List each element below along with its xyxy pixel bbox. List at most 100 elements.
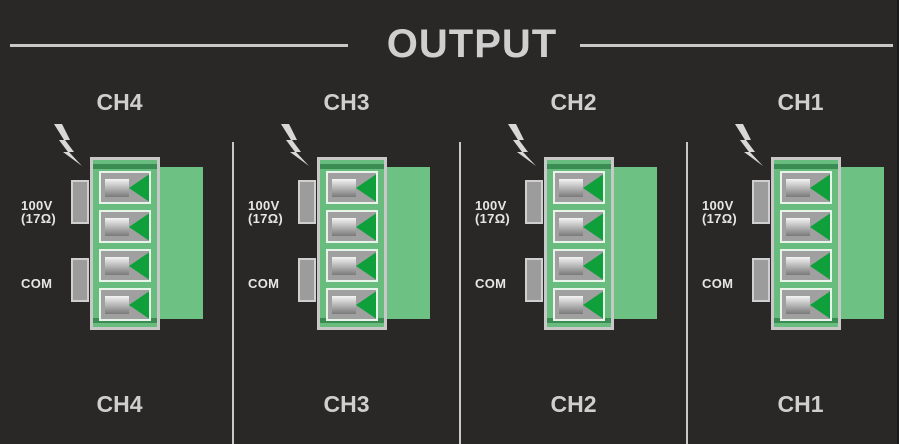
screw-terminal-4[interactable] — [99, 288, 151, 321]
wire-entry — [356, 173, 376, 202]
com-label: COM — [21, 276, 53, 291]
wire-entry — [810, 290, 830, 319]
screw-terminal-2[interactable] — [99, 210, 151, 243]
channel-ch1: CH1 100V(17Ω) COM CH1 — [688, 0, 901, 444]
wire-entry — [356, 290, 376, 319]
wire-entry — [810, 212, 830, 241]
channel-label-top: CH3 — [323, 89, 370, 115]
connector-tab-top — [71, 180, 89, 224]
connector-body — [379, 167, 430, 319]
channel-ch2: CH2 100V(17Ω) COM CH2 — [461, 0, 686, 444]
screw-icon — [559, 296, 583, 314]
connector-tab-top — [752, 180, 770, 224]
channel-ch4: CH4 100V(17Ω) COM CH4 — [7, 0, 232, 444]
screw-icon — [786, 257, 810, 275]
screw-icon — [559, 218, 583, 236]
impedance-label: (17Ω) — [702, 211, 738, 226]
connector-tab-bottom — [71, 258, 89, 302]
channel-label-top: CH2 — [550, 89, 597, 115]
screw-terminal-1[interactable] — [780, 171, 832, 204]
impedance-label: (17Ω) — [21, 211, 57, 226]
connector-tab-bottom — [298, 258, 316, 302]
title-rule-right — [580, 44, 893, 47]
title-rule-left — [10, 44, 348, 47]
terminal-block — [317, 157, 387, 330]
screw-icon — [105, 218, 129, 236]
lightning-bolt-icon — [733, 122, 769, 170]
channel-divider — [459, 142, 461, 444]
screw-terminal-1[interactable] — [326, 171, 378, 204]
wire-entry — [810, 173, 830, 202]
screw-terminal-1[interactable] — [553, 171, 605, 204]
connector-tab-bottom — [525, 258, 543, 302]
voltage-label: 100V — [702, 198, 734, 213]
wire-entry — [129, 251, 149, 280]
screw-icon — [786, 296, 810, 314]
connector-tab-top — [298, 180, 316, 224]
channel-ch3: CH3 100V(17Ω) COM CH3 — [234, 0, 459, 444]
screw-terminal-3[interactable] — [99, 249, 151, 282]
screw-terminal-1[interactable] — [99, 171, 151, 204]
channel-label-top: CH1 — [777, 89, 824, 115]
connector-tab-bottom — [752, 258, 770, 302]
screw-terminal-4[interactable] — [326, 288, 378, 321]
terminal-block-rim — [774, 164, 838, 169]
voltage-label: 100V — [475, 198, 507, 213]
channel-label-top: CH4 — [96, 89, 143, 115]
com-label: COM — [475, 276, 507, 291]
screw-terminal-3[interactable] — [553, 249, 605, 282]
terminal-block-rim — [320, 164, 384, 169]
com-label: COM — [248, 276, 280, 291]
screw-icon — [105, 296, 129, 314]
screw-icon — [559, 179, 583, 197]
screw-terminal-4[interactable] — [780, 288, 832, 321]
screw-terminal-3[interactable] — [326, 249, 378, 282]
voltage-label: 100V — [248, 198, 280, 213]
channel-label-bottom: CH2 — [550, 391, 597, 417]
impedance-label: (17Ω) — [475, 211, 511, 226]
screw-icon — [332, 257, 356, 275]
terminal-block-rim — [93, 164, 157, 169]
wire-entry — [129, 212, 149, 241]
screw-terminal-3[interactable] — [780, 249, 832, 282]
screw-icon — [332, 218, 356, 236]
screw-terminal-2[interactable] — [780, 210, 832, 243]
channel-label-bottom: CH1 — [777, 391, 824, 417]
connector-body — [606, 167, 657, 319]
wire-entry — [583, 212, 603, 241]
channel-divider — [232, 142, 234, 444]
wire-entry — [356, 251, 376, 280]
com-label: COM — [702, 276, 734, 291]
channel-label-bottom: CH4 — [96, 391, 143, 417]
screw-icon — [332, 296, 356, 314]
wire-entry — [810, 251, 830, 280]
impedance-label: (17Ω) — [248, 211, 284, 226]
screw-icon — [105, 257, 129, 275]
channel-label-bottom: CH3 — [323, 391, 370, 417]
connector-body — [152, 167, 203, 319]
lightning-bolt-icon — [52, 122, 88, 170]
terminal-block — [90, 157, 160, 330]
screw-terminal-2[interactable] — [553, 210, 605, 243]
wire-entry — [583, 290, 603, 319]
terminal-block-rim — [547, 164, 611, 169]
screw-icon — [786, 179, 810, 197]
terminal-block — [544, 157, 614, 330]
wire-entry — [583, 173, 603, 202]
lightning-bolt-icon — [279, 122, 315, 170]
screw-terminal-4[interactable] — [553, 288, 605, 321]
screw-icon — [786, 218, 810, 236]
screw-terminal-2[interactable] — [326, 210, 378, 243]
lightning-bolt-icon — [506, 122, 542, 170]
wire-entry — [583, 251, 603, 280]
connector-tab-top — [525, 180, 543, 224]
connector-body — [833, 167, 884, 319]
voltage-label: 100V — [21, 198, 53, 213]
screw-icon — [332, 179, 356, 197]
screw-icon — [105, 179, 129, 197]
channel-divider — [686, 142, 688, 444]
terminal-block — [771, 157, 841, 330]
output-title: OUTPUT — [386, 22, 558, 66]
wire-entry — [129, 173, 149, 202]
